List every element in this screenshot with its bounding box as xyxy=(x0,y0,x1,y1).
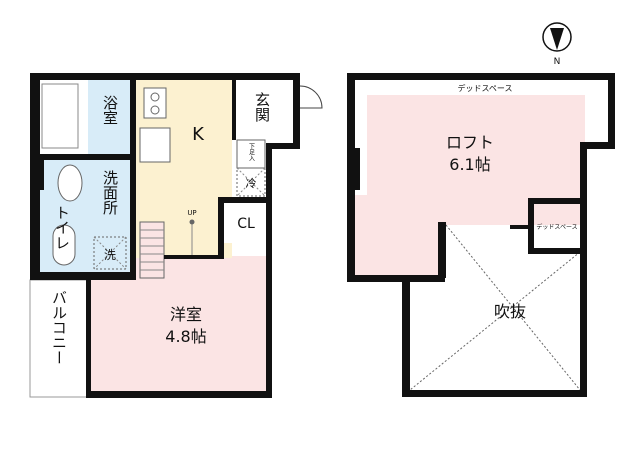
sink-icon xyxy=(57,164,83,202)
label-shoe-box: 下足入 xyxy=(248,143,255,161)
label-entrance: 玄関 xyxy=(253,92,271,123)
loft-area-lower xyxy=(355,195,442,275)
bath-area xyxy=(88,80,134,155)
label-void: 吹抜 xyxy=(494,302,526,321)
stove-icon xyxy=(143,87,167,119)
label-bedroom: 洋室 xyxy=(170,305,202,324)
label-washer: 洗 xyxy=(104,248,116,262)
label-up: UP xyxy=(187,209,196,217)
washer-space xyxy=(93,236,127,270)
entry-door[interactable] xyxy=(299,85,323,109)
label-fridge: 冷 xyxy=(246,177,257,190)
walls-floor-2 xyxy=(347,73,615,397)
void-cross xyxy=(409,224,581,391)
floor-1: 浴室 洗面所 トイレ 洗 K 玄関 下足入 冷 UP CL 洋室 4.8帖 バル… xyxy=(29,73,323,398)
closet xyxy=(224,201,270,243)
stairs xyxy=(139,221,165,279)
label-loft-size: 6.1帖 xyxy=(449,155,490,174)
walls-floor-1 xyxy=(30,73,300,398)
floor-2: デッドスペース ロフト 6.1帖 デッドスペース 吹抜 xyxy=(347,73,615,397)
toilet-icon xyxy=(52,224,76,266)
label-balcony: バルコニー xyxy=(50,290,68,365)
label-toilet: トイレ xyxy=(53,205,71,250)
compass-label: N xyxy=(554,57,561,67)
label-dead-space-top: デッドスペース xyxy=(457,83,512,93)
north-arrow-icon: N xyxy=(542,22,572,67)
label-dead-space-small: デッドスペース xyxy=(536,223,577,231)
shoe-box xyxy=(236,139,266,169)
entrance-area xyxy=(232,80,296,146)
label-bedroom-size: 4.8帖 xyxy=(165,327,206,346)
label-closet: CL xyxy=(237,216,255,232)
label-kitchen: K xyxy=(192,124,205,145)
fridge-space xyxy=(236,167,266,197)
label-loft: ロフト xyxy=(446,133,494,152)
bathtub xyxy=(41,83,79,149)
kitchen-sink-icon xyxy=(139,127,171,163)
label-bath: 浴室 xyxy=(101,95,119,125)
label-washroom: 洗面所 xyxy=(101,170,119,215)
balcony xyxy=(29,279,89,398)
